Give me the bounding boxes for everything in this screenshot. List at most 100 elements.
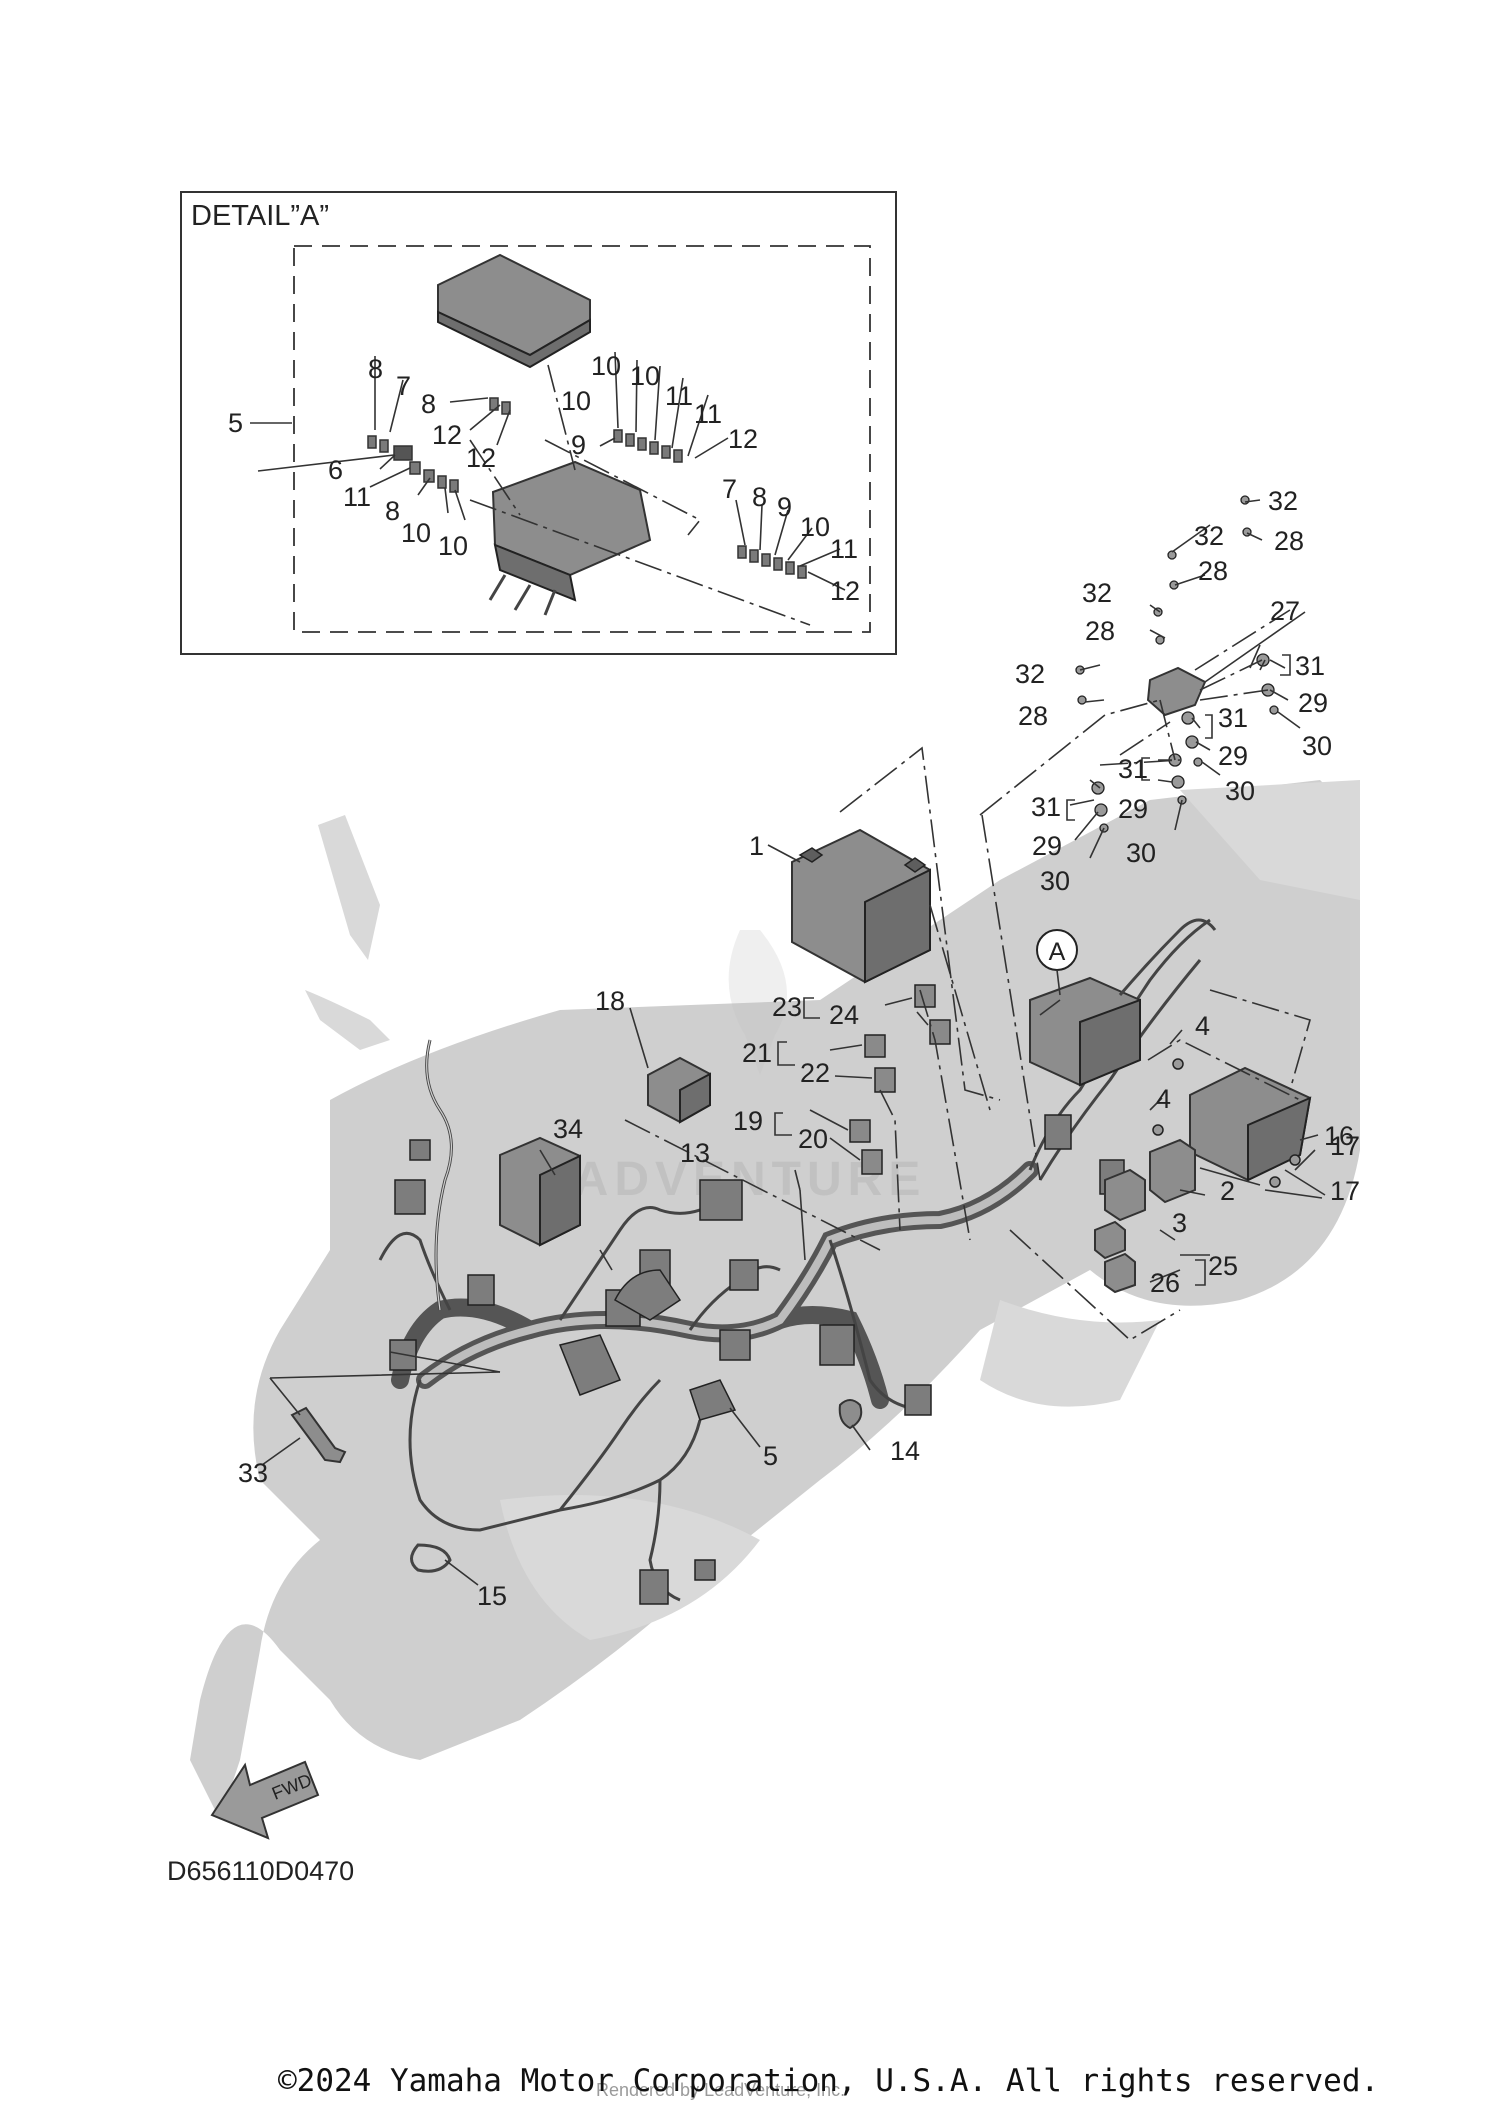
callout-30: 30 (1225, 776, 1255, 806)
control-module-34 (499, 1136, 581, 1247)
clamp-14 (838, 1399, 863, 1430)
callout-2: 2 (1220, 1176, 1235, 1206)
bracket-markers (774, 654, 1291, 1286)
callout-29: 29 (1118, 794, 1148, 824)
bolt-17 (1289, 1154, 1301, 1166)
detail-label-8: 8 (368, 354, 383, 384)
detail-label-7: 7 (722, 474, 737, 504)
detail-label-10: 10 (438, 531, 468, 561)
screw-4 (1172, 1058, 1184, 1070)
callout-14: 14 (890, 1436, 920, 1466)
callout-23: 23 (772, 992, 802, 1022)
detail-label-12: 12 (466, 443, 496, 473)
detail-label-8: 8 (421, 389, 436, 419)
coupler-22 (874, 1067, 896, 1093)
callout-32: 32 (1082, 578, 1112, 608)
callout-25: 25 (1208, 1251, 1238, 1281)
callout-26: 26 (1150, 1268, 1180, 1298)
parts: A (290, 495, 1312, 1573)
bracket-27 (1146, 666, 1207, 717)
detail-label-11: 11 (343, 482, 371, 512)
fwd-arrow: FWD (210, 1760, 320, 1840)
detail-label-10: 10 (591, 351, 621, 381)
detail-label-11: 11 (830, 534, 858, 564)
callout-31: 31 (1218, 703, 1248, 733)
detail-label-12: 12 (830, 576, 860, 606)
callout-31: 31 (1031, 792, 1061, 822)
callout-16: 16 (1324, 1121, 1354, 1151)
band-15 (410, 1543, 452, 1573)
copyright-notice: ©2024 Yamaha Motor Corporation, U.S.A. A… (278, 2063, 1380, 2099)
detail-label-5: 5 (228, 408, 243, 438)
connector-25 (1094, 1220, 1126, 1260)
callout-17: 17 (1330, 1131, 1360, 1161)
detail-label-10: 10 (800, 512, 830, 542)
callout-13: 13 (680, 1138, 710, 1168)
callout-4: 4 (1156, 1084, 1171, 1114)
bolt-17 (1269, 1176, 1281, 1188)
callout-5: 5 (763, 1441, 778, 1471)
coupler-23 (914, 984, 936, 1008)
callout-31: 31 (1118, 754, 1148, 784)
callout-28: 28 (1274, 526, 1304, 556)
detail-label-11: 11 (694, 399, 722, 429)
callout-29: 29 (1032, 831, 1062, 861)
coupler-20 (861, 1149, 883, 1175)
callout-27: 27 (1270, 596, 1300, 626)
detail-a-marker-label: A (1049, 938, 1066, 966)
detail-label-10: 10 (561, 386, 591, 416)
relay (647, 1056, 711, 1124)
callout-18: 18 (595, 986, 625, 1016)
callout-22: 22 (800, 1058, 830, 1088)
coupler-21 (864, 1034, 886, 1058)
callout-28: 28 (1085, 616, 1115, 646)
callout-30: 30 (1302, 731, 1332, 761)
detail-a-inset: DETAIL”A” (180, 191, 897, 655)
watermark-credit: Rendered by LeadVenture, Inc. (596, 2080, 846, 2100)
callout-15: 15 (477, 1581, 507, 1611)
screw-13 (799, 1189, 806, 1261)
callout-29: 29 (1218, 741, 1248, 771)
detail-title: DETAIL”A” (191, 200, 329, 232)
detail-label-10: 10 (401, 518, 431, 548)
detail-label-12: 12 (728, 424, 758, 454)
callout-19: 19 (733, 1106, 763, 1136)
detail-label-12: 12 (432, 420, 462, 450)
callout-28: 28 (1018, 701, 1048, 731)
drawing-code: D656110D0470 (167, 1856, 355, 1886)
detail-label-10: 10 (630, 361, 660, 391)
detail-label-11: 11 (665, 381, 693, 411)
callout-32: 32 (1194, 521, 1224, 551)
connector-3 (1104, 1168, 1146, 1222)
battery (791, 828, 931, 984)
callout-20: 20 (798, 1124, 828, 1154)
screw-4 (1152, 1124, 1164, 1136)
callout-33: 33 (238, 1458, 268, 1488)
detail-label-9: 9 (777, 492, 792, 522)
detail-label-8: 8 (385, 496, 400, 526)
callout-1: 1 (749, 831, 764, 861)
detail-label-6: 6 (328, 455, 343, 485)
callout-17: 17 (1330, 1176, 1360, 1206)
connector-2 (1149, 1138, 1196, 1204)
callout-24: 24 (829, 1000, 859, 1030)
fuse-box-assembly (1029, 918, 1217, 1087)
callout-28: 28 (1198, 556, 1228, 586)
detail-leaders (250, 351, 846, 626)
ecu-unit (1189, 1066, 1312, 1182)
callout-3: 3 (1172, 1208, 1187, 1238)
callout-31: 31 (1295, 651, 1325, 681)
callout-30: 30 (1040, 866, 1070, 896)
bolt-33 (290, 1406, 347, 1464)
callout-4: 4 (1195, 1011, 1210, 1041)
detail-label-9: 9 (571, 430, 586, 460)
connector-26 (1104, 1252, 1136, 1294)
detail-fuses (367, 397, 807, 579)
detail-label-7: 7 (396, 371, 411, 401)
watermark: ADVENTURE (574, 930, 920, 1206)
coupler-19 (849, 1119, 871, 1143)
ghost-vehicle (190, 780, 1360, 1820)
wire-harness (378, 918, 1211, 1605)
callout-21: 21 (742, 1038, 772, 1068)
